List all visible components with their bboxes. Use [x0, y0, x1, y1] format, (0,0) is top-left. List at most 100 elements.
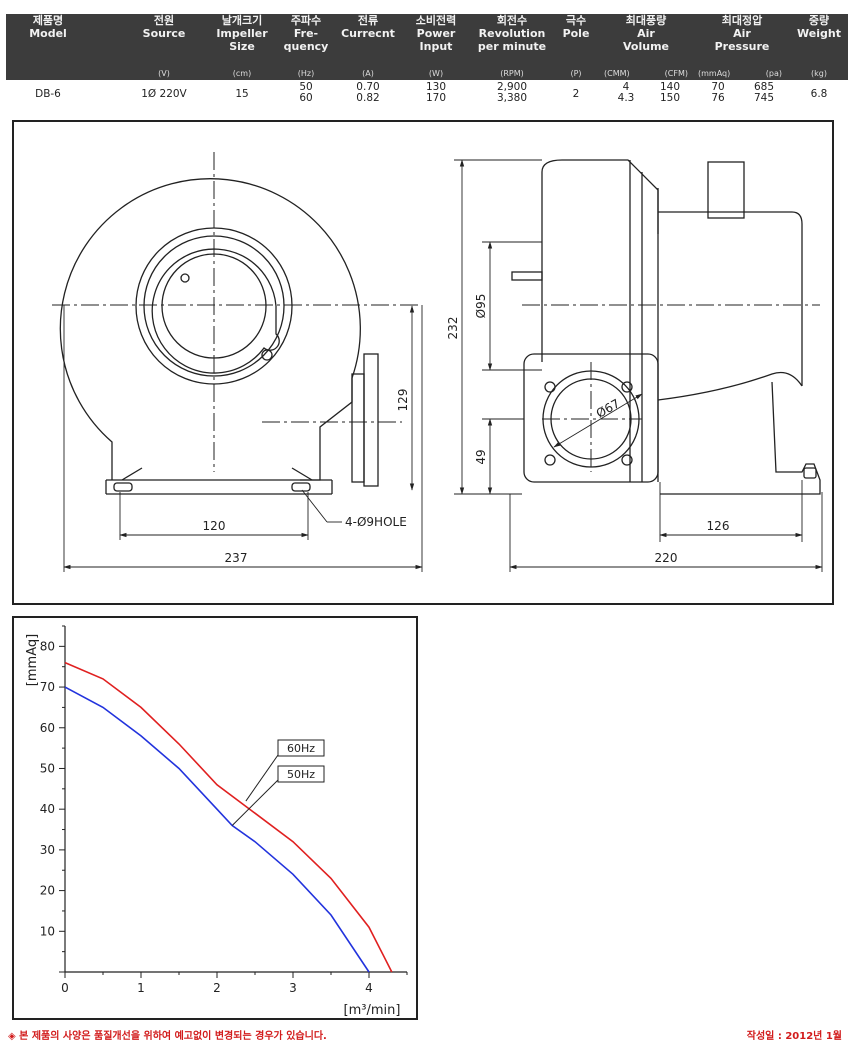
- dim-side-width: 220: [655, 551, 678, 565]
- footer-notice: ◈ 본 제품의 사양은 품질개선을 위하여 예고없이 변경되는 경우가 있습니다…: [8, 1031, 327, 1042]
- header-air-pressure-unit-mmaq: (mmAq): [698, 69, 731, 78]
- side-mount-hole: [803, 467, 817, 479]
- side-flange-bolt: [621, 454, 633, 466]
- cell-mmaq-60: 76: [711, 92, 725, 104]
- front-inlet-opening: [151, 248, 280, 374]
- header-air-pressure-en2: Pressure: [714, 40, 770, 53]
- chart-callout-line: [245, 754, 279, 802]
- dim-line-flange-67: [553, 393, 643, 448]
- dimension-lines: [63, 159, 823, 572]
- header-pole-en: Pole: [562, 27, 590, 40]
- cell-mmaq-50: 70: [711, 81, 725, 93]
- header-air-volume-unit-cmm: (CMM): [604, 69, 630, 78]
- header-weight-unit: (kg): [811, 69, 827, 78]
- header-air-volume-en1: Air: [637, 27, 655, 40]
- header-air-volume-ko: 최대풍량: [625, 14, 667, 27]
- chart-series-label: 50Hz: [287, 768, 315, 781]
- front-outlet-flange: [363, 353, 379, 487]
- side-flange-bolt: [621, 381, 633, 393]
- header-current-en: Currecnt: [341, 27, 395, 40]
- header-revolution-en2: per minute: [477, 40, 547, 53]
- dim-side-flange-dia: Ø67: [594, 396, 622, 420]
- dim-front-center-height: 129: [396, 389, 410, 412]
- chart-x-tick-label: 2: [213, 981, 221, 995]
- header-power-ko: 소비전력: [415, 14, 457, 27]
- cell-weight: 6.8: [810, 88, 828, 100]
- chart-y-tick-label: 80: [40, 639, 55, 653]
- dim-side-inlet-dia: Ø95: [474, 294, 488, 319]
- cell-pa-50: 685: [753, 81, 775, 93]
- cell-model: DB-6: [35, 88, 61, 100]
- header-frequency-en2: quency: [283, 40, 329, 53]
- header-air-pressure-ko: 최대정압: [721, 14, 763, 27]
- chart-x-tick-label: 3: [289, 981, 297, 995]
- cell-frequency-60: 60: [299, 92, 313, 104]
- header-pole-unit: (P): [570, 69, 582, 78]
- cell-power-50: 130: [425, 81, 447, 93]
- cell-pa-60: 745: [753, 92, 775, 104]
- hole-leader: [301, 489, 328, 523]
- spec-table-row: DB-6 1Ø 220V 15 50 60 0.70 0.82 130 170 …: [6, 80, 848, 108]
- dimension-labels: 237 120 4-Ø9HOLE 129 232 Ø95 49 Ø67 126 …: [203, 294, 730, 565]
- side-flange-bolt: [544, 454, 556, 466]
- header-power-unit: (W): [428, 69, 444, 78]
- chart-series-60hz: [64, 661, 393, 973]
- side-base-foot: [660, 381, 821, 495]
- header-current-ko: 전류: [357, 14, 379, 27]
- header-power-en2: Input: [419, 40, 453, 53]
- header-air-volume-en2: Volume: [623, 40, 669, 53]
- front-scroll-housing: [59, 178, 361, 481]
- header-source: 전원 Source (V): [124, 14, 204, 80]
- chart-x-tick-label: 1: [137, 981, 145, 995]
- chart-xlabel: [m³/min]: [344, 1003, 401, 1018]
- cell-impeller: 15: [235, 88, 249, 100]
- header-pole-ko: 극수: [565, 14, 587, 27]
- cell-current-60: 0.82: [356, 92, 380, 104]
- cell-cfm-60: 150: [659, 92, 681, 104]
- header-source-ko: 전원: [153, 14, 175, 27]
- drawing-frame: 237 120 4-Ø9HOLE 129 232 Ø95 49 Ø67 126 …: [12, 120, 834, 605]
- chart-y-tick-label: 50: [40, 761, 55, 775]
- header-model-en: Model: [29, 27, 67, 40]
- footer-date: 작성일 : 2012년 1월: [746, 1031, 842, 1042]
- dim-front-width: 237: [225, 551, 248, 565]
- front-outlet-duct: [351, 373, 365, 483]
- cell-cmm-60: 4.3: [617, 92, 635, 104]
- side-capacitor-box: [707, 161, 745, 219]
- header-weight-ko: 중량: [808, 14, 830, 27]
- header-air-pressure-unit-pa: (pa): [765, 69, 782, 78]
- front-inlet-bolt: [180, 273, 190, 283]
- header-impeller-en2: Size: [229, 40, 255, 53]
- header-air-volume: 최대풍량 Air Volume (CMM) (CFM): [600, 14, 692, 80]
- header-air-pressure-en1: Air: [733, 27, 751, 40]
- header-impeller-en1: Impeller: [216, 27, 268, 40]
- chart-x-tick-label: 0: [61, 981, 69, 995]
- cell-pole: 2: [572, 88, 580, 100]
- front-mount-hole-left: [113, 482, 133, 492]
- technical-drawing: 237 120 4-Ø9HOLE 129 232 Ø95 49 Ø67 126 …: [52, 152, 823, 572]
- chart-series-50hz: [64, 686, 370, 973]
- chart-y-tick-label: 40: [40, 802, 55, 816]
- chart-callout-line: [231, 779, 279, 826]
- header-current: 전류 Currecnt (A): [338, 14, 398, 80]
- header-frequency-en1: Fre-: [293, 27, 319, 40]
- hole-label: 4-Ø9HOLE: [345, 515, 407, 529]
- cell-cfm-50: 140: [659, 81, 681, 93]
- side-outlet-flange: [523, 353, 659, 483]
- side-shaft-stub: [511, 271, 543, 281]
- front-view: [59, 178, 379, 495]
- chart-series: [64, 661, 393, 973]
- side-housing-top: [541, 159, 659, 234]
- cell-cmm-50: 4: [622, 81, 630, 93]
- cell-revolution-50: 2,900: [496, 81, 528, 93]
- header-frequency-unit: (Hz): [297, 69, 315, 78]
- side-view: [511, 159, 821, 495]
- chart-callout-box: [277, 739, 325, 757]
- chart-y-tick-label: 30: [40, 843, 55, 857]
- cell-revolution-60: 3,380: [496, 92, 528, 104]
- chart-y-tick-label: 20: [40, 884, 55, 898]
- chart-y-tick-label: 70: [40, 680, 55, 694]
